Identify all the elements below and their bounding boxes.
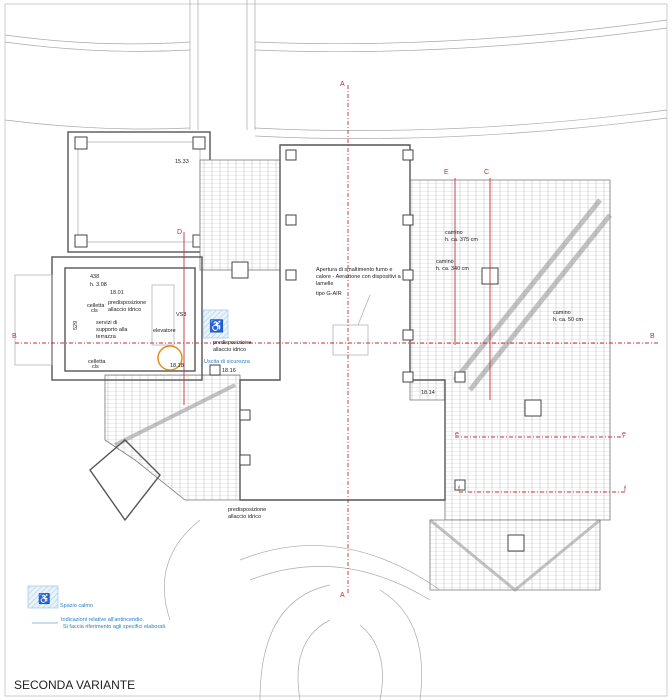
marker-e: E <box>444 169 449 176</box>
elevation-label: 18.01 <box>110 290 124 296</box>
room-label: terrazza <box>96 334 117 340</box>
room-label: supporto alla <box>96 327 128 333</box>
drawing-title: SECONDA VARIANTE <box>14 678 135 692</box>
roof-east <box>409 179 611 521</box>
chimney-label: camino <box>445 230 463 236</box>
water-connection-label: predisposizione <box>108 300 146 306</box>
water-connection-label: allaccio idrico <box>213 347 246 353</box>
marker-a-bottom: A <box>340 592 345 599</box>
roof-southeast <box>429 519 601 591</box>
calm-space-circle <box>157 345 183 371</box>
roof-north <box>199 159 281 271</box>
room-label: servizi di <box>96 320 117 326</box>
calm-space-area <box>202 309 229 339</box>
elevator-label: elevatore <box>153 328 176 334</box>
dimension-label: 438 <box>90 274 99 280</box>
smoke-vent-label: calore - Aerazione con dispositivi a <box>316 274 402 280</box>
elevation-label: 15.33 <box>175 159 189 165</box>
smoke-vent-label: lamelle <box>316 281 333 287</box>
water-connection-label: predisposizione <box>228 507 266 513</box>
legend-calm-space: Spazio calmo <box>60 603 93 609</box>
chimney-label: h. ca. 340 cm <box>436 266 469 272</box>
tower-nw <box>67 131 211 253</box>
smoke-vent-type: tipo G-AIR <box>316 291 342 297</box>
marker-f-right: f <box>624 486 626 493</box>
dimension-label: 529 <box>73 321 79 330</box>
celletta-label: celletta <box>87 303 105 309</box>
chimney-label: h. ca. 50 cm <box>553 317 583 323</box>
marker-c: C <box>484 169 489 176</box>
bay-southwest <box>89 439 161 522</box>
terrace <box>209 144 466 501</box>
elevation-label: 18.16 <box>222 368 236 374</box>
south-staircase <box>163 519 441 700</box>
marker-e-lower-right: e <box>622 431 626 438</box>
marker-b-right: B <box>650 333 655 340</box>
top-balustrade <box>4 0 668 139</box>
calm-space-swatch <box>27 585 59 609</box>
water-connection-label: predisposizione <box>213 340 251 346</box>
celletta-label: celletta <box>88 359 106 365</box>
smoke-vent-outline <box>332 324 369 356</box>
elevation-label: 18.14 <box>421 390 435 396</box>
water-connection-label: allaccio idrico <box>108 307 141 313</box>
legend-fire-note: Indicazioni relative all'antincendio. <box>61 617 144 623</box>
marker-f-left: f <box>458 486 460 493</box>
water-connection-label: allaccio idrico <box>228 514 261 520</box>
marker-e-lower-left: e <box>455 431 459 438</box>
celletta-label: cls <box>92 364 99 370</box>
legend: ♿ Spazio calmo Indicazioni relative all'… <box>27 585 167 630</box>
marker-d: D <box>177 229 182 236</box>
emergency-exit-label: Uscita di sicurezza <box>204 359 251 365</box>
marker-a-top: A <box>340 81 345 88</box>
celletta-label: cls <box>91 308 98 314</box>
chimney-label: camino <box>436 259 454 265</box>
wheelchair-icon: ♿ <box>209 319 224 333</box>
marker-b-left: B <box>12 333 17 340</box>
smoke-vent-label: Apertura di smaltimento fumo e <box>316 267 392 273</box>
chimney-label: h. ca. 375 cm <box>445 237 478 243</box>
chimney-label: camino <box>553 310 571 316</box>
legend-fire-note: Si faccia riferimento agli specifici ela… <box>63 624 167 630</box>
dimension-label: h. 3.08 <box>90 282 107 288</box>
wheelchair-icon: ♿ <box>38 592 50 605</box>
elevation-label: 18.18 <box>170 363 184 369</box>
services-block: ♿ <box>14 256 229 381</box>
drawing-frame <box>4 3 668 697</box>
chimney-north <box>231 261 249 279</box>
roof-southwest <box>104 374 241 501</box>
vs3-label: VS3 <box>176 312 186 318</box>
section-lines <box>15 85 660 595</box>
